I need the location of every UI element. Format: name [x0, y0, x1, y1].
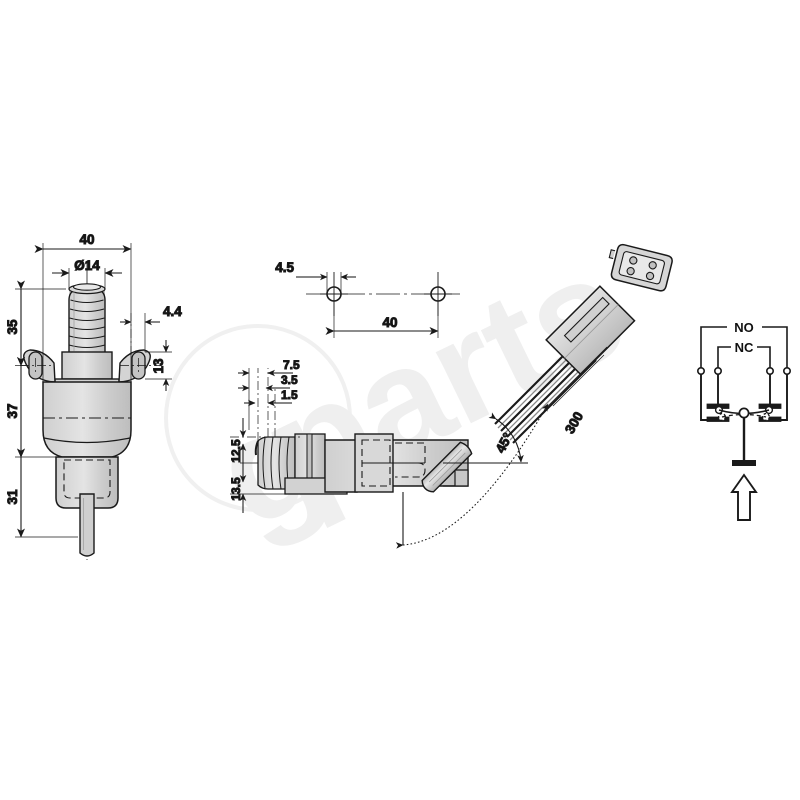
lower-housing: [55, 456, 119, 557]
moving-contact-bridge: [718, 407, 770, 419]
actuation-arrow-icon: [730, 473, 758, 521]
dim-height-bottom: 31: [5, 489, 20, 505]
cable-connector-housing: [545, 285, 636, 376]
plug-pin-2: [648, 261, 657, 270]
dim-step-1-5: 1.5: [281, 388, 298, 402]
plug-pin-4: [645, 271, 655, 281]
switch-body: [42, 381, 132, 458]
dim-step-7-5: 7.5: [283, 358, 300, 372]
contact-pads: [706, 403, 782, 422]
front-view-dimensions: 40 Ø14 4.4 13 35: [5, 232, 183, 538]
terminal-4: [782, 366, 791, 375]
side-view: 7.5 3.5 1.5 12.5 13.5: [229, 243, 673, 549]
hole-pattern-dimensions: 4.5 40: [275, 260, 439, 338]
dim-height-middle: 37: [5, 403, 20, 418]
dim-width-overall: 40: [79, 232, 94, 247]
dim-hole-height: 13: [151, 358, 166, 374]
dim-height-top: 35: [5, 319, 20, 335]
terminal-3: [765, 366, 774, 375]
dim-height-13-5: 13.5: [229, 477, 243, 501]
dim-step-3-5: 3.5: [281, 373, 298, 387]
dim-hole-diameter: 4.5: [275, 260, 294, 275]
dim-height-12-5: 12.5: [229, 439, 243, 463]
pivot-point: [738, 407, 750, 419]
terminal-2: [713, 366, 722, 375]
dim-flange-hole-offset: 4.4: [163, 304, 182, 319]
plug-pin-1: [629, 256, 638, 265]
label-normally-open: NO: [734, 320, 754, 335]
dim-plunger-diameter: Ø14: [74, 258, 100, 273]
circuit-diagram: NO NC: [696, 320, 791, 521]
dim-hole-spacing: 40: [382, 315, 397, 330]
side-view-dimensions: 7.5 3.5 1.5 12.5 13.5: [229, 358, 301, 513]
terminal-1: [696, 366, 705, 375]
plunger-bar: [732, 460, 756, 466]
plug-pin-3: [626, 266, 635, 276]
hole-pattern-view: 4.5 40: [275, 260, 460, 338]
front-view: 40 Ø14 4.4 13 35: [5, 232, 183, 560]
label-normally-closed: NC: [735, 340, 754, 355]
cable-stub: [79, 493, 95, 557]
connector-plug-face: [608, 243, 673, 292]
plunger-boot: [68, 283, 106, 352]
